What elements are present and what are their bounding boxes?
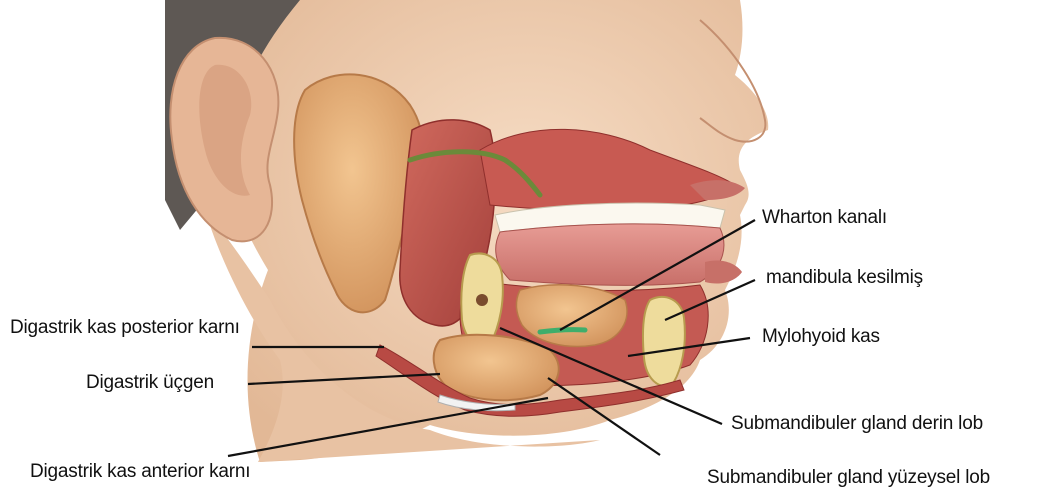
mandible-cut-right bbox=[643, 297, 685, 386]
label-digastrik-anterior: Digastrik kas anterior karnı bbox=[30, 462, 250, 481]
label-submandibuler-derin: Submandibuler gland derin lob bbox=[731, 414, 983, 433]
label-wharton-kanali: Wharton kanalı bbox=[762, 208, 887, 227]
lower-lip bbox=[705, 260, 742, 283]
mandible-canal-left bbox=[476, 294, 488, 306]
label-mandibula-kesilmis: mandibula kesilmiş bbox=[766, 268, 923, 287]
label-digastrik-ucgen: Digastrik üçgen bbox=[86, 373, 214, 392]
wharton-duct bbox=[540, 330, 585, 332]
label-mylohyoid-kas: Mylohyoid kas bbox=[762, 327, 880, 346]
label-digastrik-posterior: Digastrik kas posterior karnı bbox=[10, 318, 240, 337]
tongue bbox=[496, 224, 724, 285]
label-submandibuler-yuzeysel: Submandibuler gland yüzeysel lob bbox=[707, 468, 990, 487]
